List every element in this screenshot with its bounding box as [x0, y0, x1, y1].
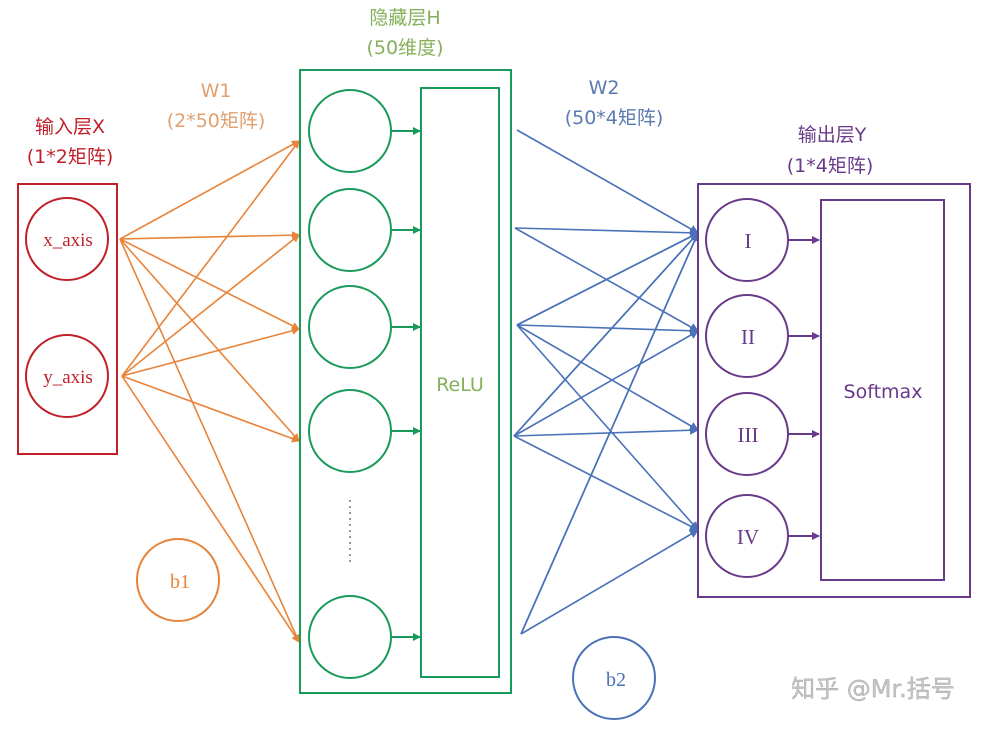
hidden-node-circle [308, 89, 392, 173]
hidden-layer: 隐藏层H (50维度) ReLU [299, 7, 512, 694]
output-node-circle [705, 494, 789, 578]
softmax-label: Softmax [844, 381, 923, 403]
bias-b2-label: b2 [606, 669, 626, 691]
w2-edge [513, 232, 699, 437]
output-node-label: II [741, 325, 755, 349]
hidden-layer-box [299, 69, 512, 694]
watermark: 知乎 @Mr.括号 [791, 675, 955, 703]
w2-edge [513, 330, 699, 437]
bias-b1-label: b1 [170, 571, 190, 593]
output-node-3[interactable]: III [705, 392, 820, 476]
w2-title: W2 [589, 77, 620, 99]
output-layer-subtitle: (1*4矩阵) [787, 155, 874, 177]
hidden-nodes [308, 89, 421, 679]
hidden-node-circle [308, 188, 392, 272]
w1-edge [121, 375, 300, 443]
hidden-node[interactable] [308, 595, 421, 679]
output-layer-title: 输出层Y [798, 124, 867, 146]
w2-edge [516, 129, 699, 234]
w2-edge [516, 324, 699, 336]
w1-subtitle: (2*50矩阵) [167, 110, 266, 132]
output-node-label: IV [737, 525, 759, 549]
input-layer-subtitle: (1*2矩阵) [27, 146, 114, 168]
w1-edge [119, 231, 300, 240]
output-node-2[interactable]: II [705, 294, 820, 378]
input-node-y[interactable]: y_axis [25, 334, 109, 418]
w1-title: W1 [201, 80, 232, 102]
output-node-circle [705, 294, 789, 378]
bias-b1-circle [136, 538, 220, 622]
w1-edge [121, 326, 300, 377]
hidden-node[interactable] [308, 285, 421, 369]
hidden-layer-title: 隐藏层H [369, 7, 440, 29]
w1-edge [119, 238, 300, 330]
bias-b1[interactable]: b1 [136, 538, 220, 622]
input-layer-title: 输入层X [35, 116, 105, 138]
input-node-y-circle [25, 334, 109, 418]
w1-connections [119, 140, 300, 643]
hidden-node-circle [308, 595, 392, 679]
input-layer-box [17, 183, 118, 455]
w2-edge [516, 324, 699, 431]
bias-b2[interactable]: b2 [572, 636, 656, 720]
input-node-y-label: y_axis [43, 367, 93, 388]
w1-edge [119, 238, 300, 442]
w1-edge [119, 140, 300, 240]
output-node-4[interactable]: IV [705, 494, 820, 578]
hidden-node[interactable] [308, 89, 421, 173]
w2-edge [513, 425, 699, 437]
output-layer-box [697, 183, 971, 598]
hidden-node[interactable] [308, 188, 421, 272]
hidden-node-circle [308, 285, 392, 369]
w2-edge [514, 227, 699, 238]
hidden-layer-subtitle: (50维度) [366, 37, 443, 59]
output-node-circle [705, 198, 789, 282]
w2-connections [513, 129, 699, 635]
w2-subtitle: (50*4矩阵) [565, 107, 664, 129]
output-node-label: I [745, 229, 752, 253]
w1-edge [119, 238, 300, 643]
w1-edge [121, 375, 300, 643]
hidden-node[interactable] [308, 389, 421, 473]
input-node-x-label: x_axis [43, 230, 93, 251]
input-node-x-circle [25, 197, 109, 281]
bias-b2-circle [572, 636, 656, 720]
w2-edge [520, 529, 699, 635]
output-node-label: III [738, 423, 759, 447]
w2-edge [513, 435, 699, 531]
relu-label: ReLU [436, 374, 484, 396]
hidden-node-circle [308, 389, 392, 473]
w2-edge [516, 324, 699, 531]
relu-box [420, 87, 500, 678]
softmax-box [820, 199, 945, 581]
w2-edge [516, 232, 699, 326]
w1-edge [121, 140, 300, 377]
w2-edge [520, 232, 699, 635]
output-node-circle [705, 392, 789, 476]
input-node-x[interactable]: x_axis [25, 197, 109, 281]
output-node-1[interactable]: I [705, 198, 820, 282]
w1-edge [121, 234, 300, 377]
input-layer: 输入层X (1*2矩阵) x_axis y_axis [17, 116, 118, 455]
